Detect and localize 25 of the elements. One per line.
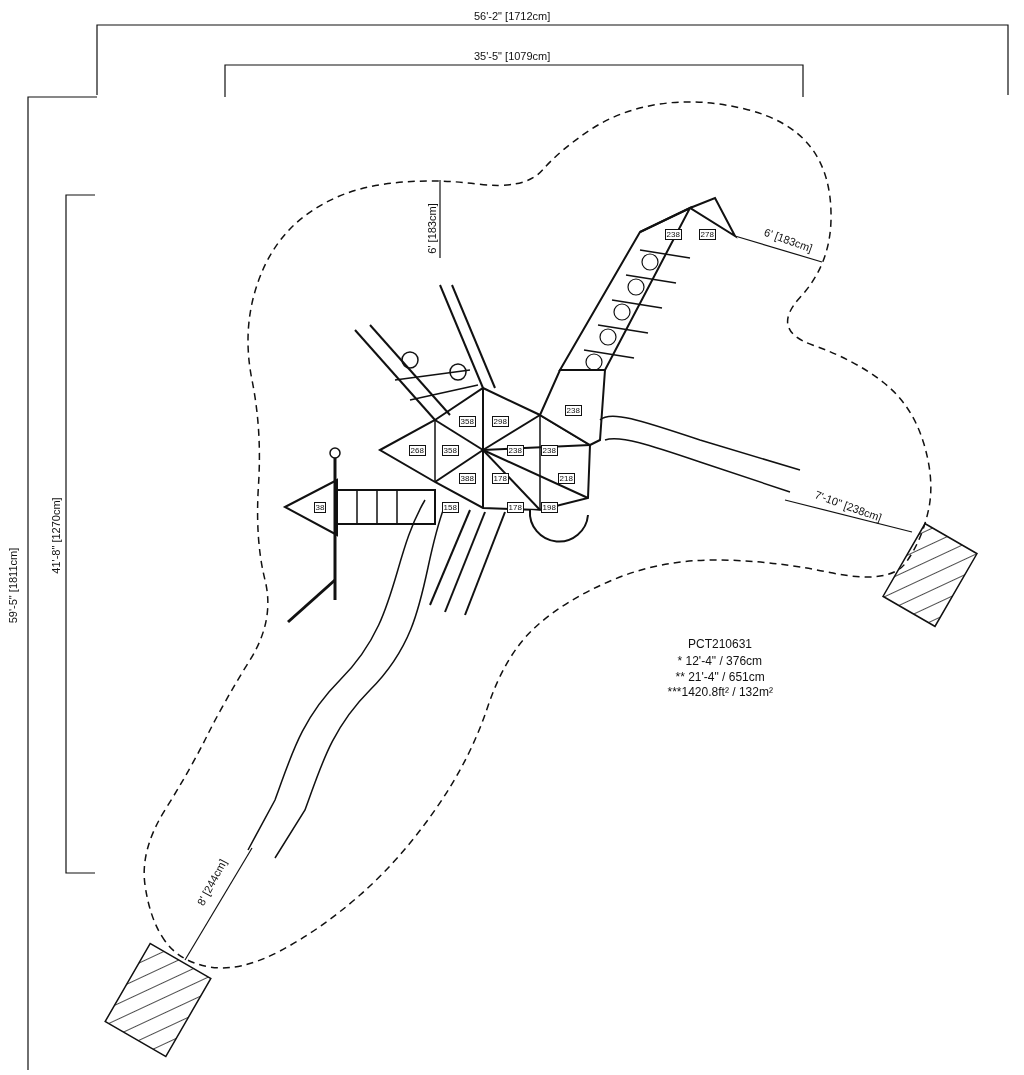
deck-height-label: 358 [458, 415, 476, 427]
dimension-label: 41'-8" [1270cm] [49, 496, 63, 574]
deck-height-label: 38 [313, 501, 327, 513]
deck-height-label: 298 [491, 415, 509, 427]
deck-height-label: 268 [408, 444, 426, 456]
note-text: * 12'-4" / 376cm [677, 654, 763, 668]
deck-height-label: 178 [491, 472, 509, 484]
note-text: PCT210631 [688, 637, 753, 651]
deck-height-label: 238 [664, 228, 682, 240]
deck-height-label: 238 [540, 444, 558, 456]
deck-height-label: 278 [698, 228, 716, 240]
note-text: ** 21'-4" / 651cm [675, 670, 765, 684]
deck-height-label: 198 [540, 501, 558, 513]
deck-height-label: 238 [506, 444, 524, 456]
deck-height-label: 218 [557, 472, 575, 484]
dimension-label: 35'-5" [1079cm] [474, 49, 551, 63]
dimension-label: 56'-2" [1712cm] [474, 9, 551, 23]
note-text: ***1420.8ft² / 132m² [667, 685, 773, 699]
deck-height-label: 238 [564, 404, 582, 416]
deck-height-label: 358 [441, 444, 459, 456]
deck-height-label: 388 [458, 472, 476, 484]
deck-height-label: 158 [441, 501, 459, 513]
deck-height-label: 178 [506, 501, 524, 513]
dimension-label: 59'-5" [1811cm] [7, 547, 21, 623]
dimension-label: 6' [183cm] [425, 202, 439, 254]
